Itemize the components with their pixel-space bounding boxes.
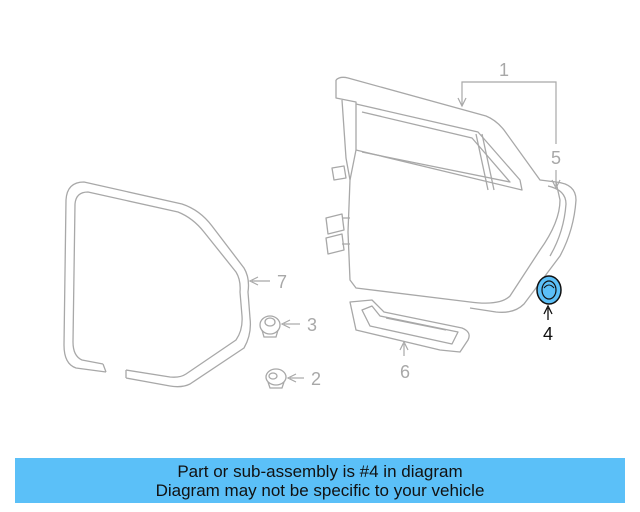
callout-7: 7 — [277, 272, 287, 292]
callout-1: 1 — [499, 60, 509, 80]
info-banner: Part or sub-assembly is #4 in diagram Di… — [15, 458, 625, 503]
part-3-clip[interactable] — [259, 315, 281, 338]
callout-5: 5 — [551, 148, 561, 168]
banner-line-part: Part or sub-assembly is #4 in diagram — [177, 461, 463, 481]
part-2-plug[interactable] — [265, 368, 287, 389]
part-1-door-assembly[interactable] — [325, 76, 577, 313]
leader-lines — [248, 81, 561, 383]
leader-line-4 — [543, 304, 553, 320]
callout-2: 2 — [311, 369, 321, 389]
part-7-weatherstrip[interactable] — [63, 181, 252, 388]
part-5-edge-seal — [469, 181, 577, 313]
banner-line-disclaimer: Diagram may not be specific to your vehi… — [155, 480, 485, 500]
callout-4: 4 — [543, 324, 553, 344]
callout-3: 3 — [307, 315, 317, 335]
part-6-sill-trim[interactable] — [349, 299, 470, 353]
callout-6: 6 — [400, 362, 410, 382]
parts-diagram: 1 5 7 3 2 6 4 — [63, 60, 577, 389]
part-4-grommet[interactable] — [536, 275, 562, 305]
